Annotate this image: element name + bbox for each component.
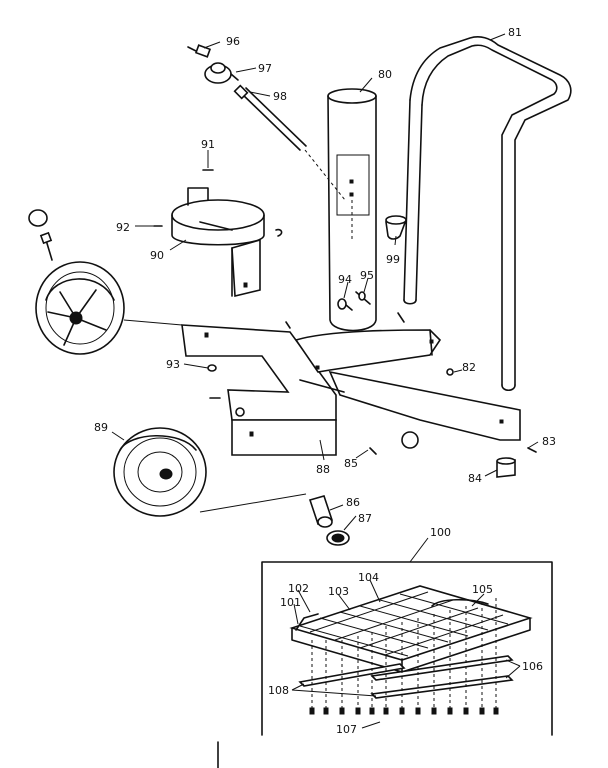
callout-95: 95 <box>360 269 374 282</box>
callout-labels: 96 97 98 80 81 91 92 90 99 94 95 82 93 8… <box>94 26 556 736</box>
callout-88: 88 <box>316 463 330 476</box>
callout-83: 83 <box>542 435 556 448</box>
callout-100: 100 <box>430 526 451 539</box>
callout-96: 96 <box>226 35 240 48</box>
ring-bracket-90 <box>153 169 283 298</box>
callout-94: 94 <box>338 273 352 286</box>
callout-98: 98 <box>273 90 287 103</box>
callout-85: 85 <box>344 457 358 470</box>
axle-bolt-86 <box>308 495 350 546</box>
leader-lines <box>111 33 539 531</box>
handle-81 <box>403 36 572 392</box>
callout-91: 91 <box>201 138 215 151</box>
callout-97: 97 <box>258 62 272 75</box>
callout-87: 87 <box>358 512 372 525</box>
valve-parts <box>187 44 346 201</box>
callout-84: 84 <box>468 472 482 485</box>
callout-102: 102 <box>288 582 309 595</box>
callout-104: 104 <box>358 571 379 584</box>
callout-93: 93 <box>166 358 180 371</box>
callout-106: 106 <box>522 660 543 673</box>
cylinder-80 <box>327 88 377 332</box>
callout-82: 82 <box>462 361 476 374</box>
callout-103: 103 <box>328 585 349 598</box>
callout-86: 86 <box>346 496 360 509</box>
callout-81: 81 <box>508 26 522 39</box>
wheel-upper <box>28 209 125 355</box>
wheel-89 <box>113 427 307 517</box>
callout-80: 80 <box>378 68 392 81</box>
inset-assembly-100 <box>261 537 553 736</box>
callout-101: 101 <box>280 596 301 609</box>
callout-89: 89 <box>94 421 108 434</box>
callout-92: 92 <box>116 221 130 234</box>
callout-108: 108 <box>268 684 289 697</box>
callout-90: 90 <box>150 249 164 262</box>
callout-107: 107 <box>336 723 357 736</box>
callout-105: 105 <box>472 583 493 596</box>
cap-99 <box>385 215 407 240</box>
frame-88 <box>181 291 537 478</box>
screw-row <box>309 598 499 715</box>
callout-99: 99 <box>386 253 400 266</box>
